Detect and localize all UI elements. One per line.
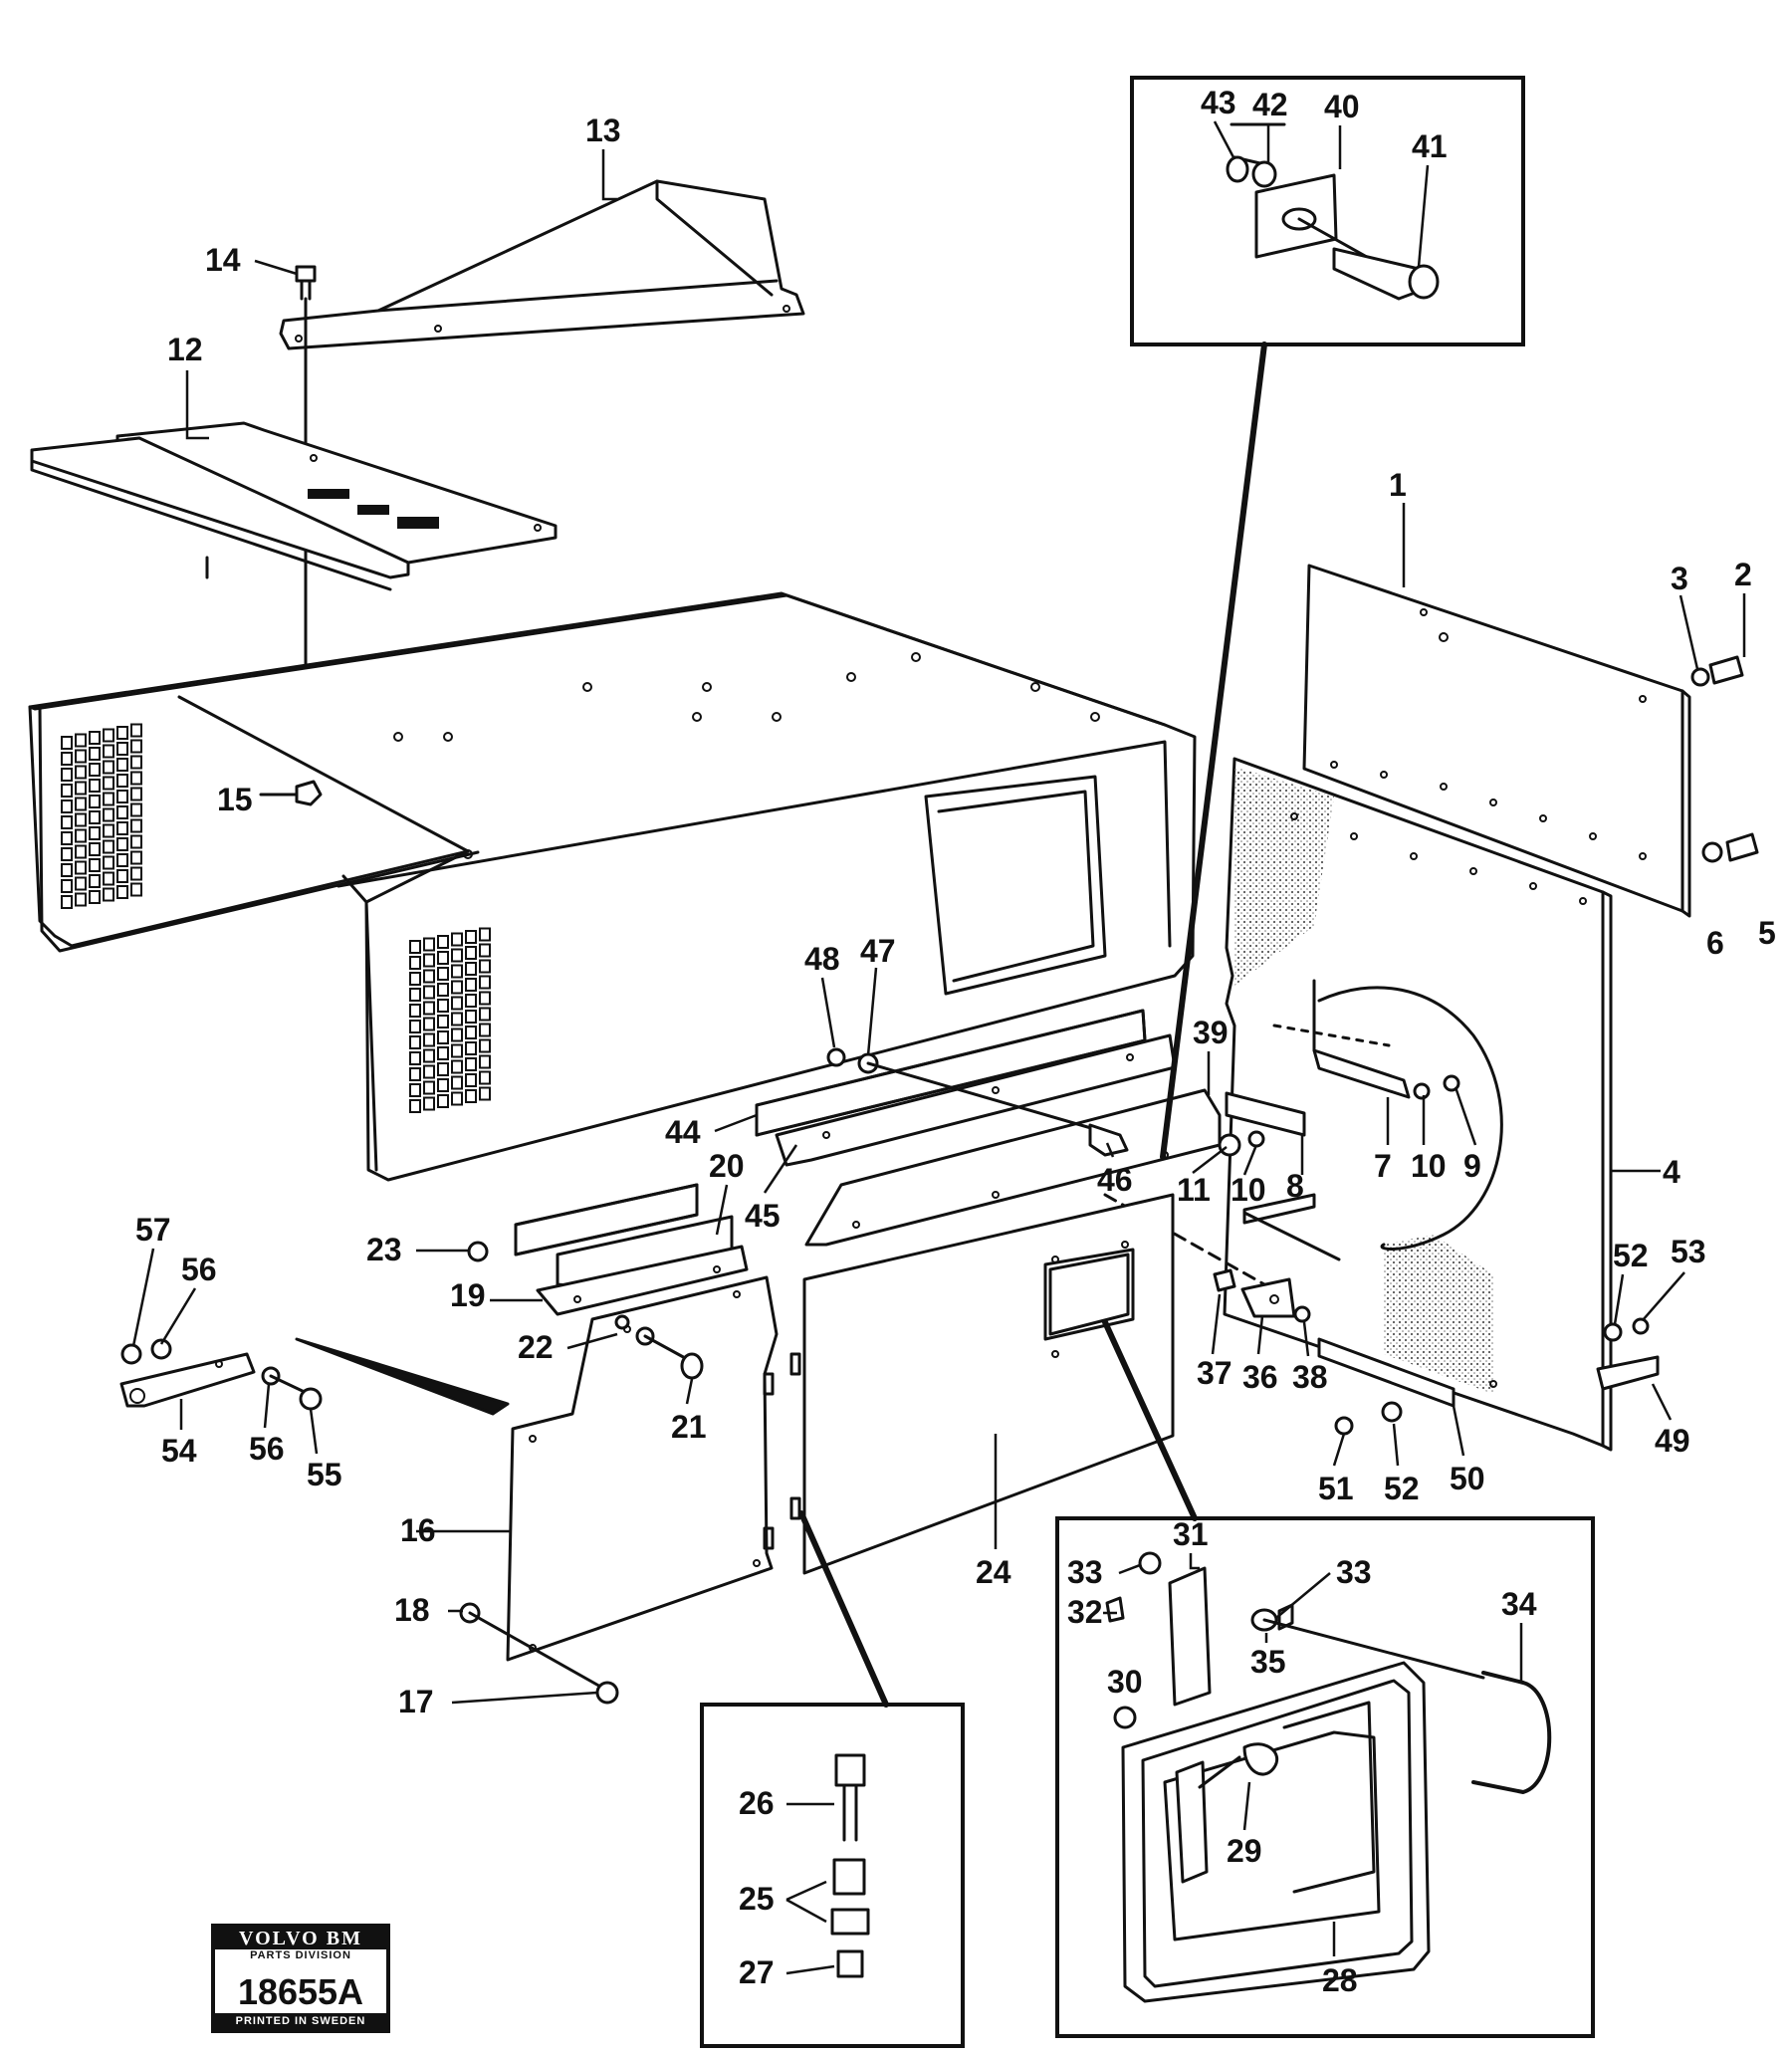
callout-48: 48 [804, 941, 840, 977]
callout-2: 2 [1734, 557, 1752, 592]
side-panel-part-4 [1223, 757, 1613, 1452]
lever-part-54 [119, 1352, 256, 1408]
callout-20: 20 [709, 1148, 745, 1184]
callout-18: 18 [394, 1592, 430, 1628]
callout-24: 24 [976, 1554, 1011, 1590]
callout-32: 32 [1067, 1594, 1103, 1630]
callout-15: 15 [217, 782, 253, 817]
callout-8: 8 [1286, 1168, 1304, 1204]
arrow-to-panel-16 [295, 1337, 510, 1416]
stamp-origin: PRINTED IN SWEDEN [215, 2013, 386, 2029]
strip-part-45 [775, 1033, 1177, 1167]
top-cowl-part-13 [279, 179, 805, 350]
callout-10a: 10 [1411, 1148, 1447, 1184]
callout-55: 55 [307, 1457, 342, 1492]
leader-lock-box [1102, 1319, 1198, 1521]
panel-part-16 [506, 1275, 779, 1662]
callout-23: 23 [366, 1232, 402, 1267]
strip-part-9-10 [1242, 1211, 1341, 1261]
callout-30: 30 [1107, 1664, 1143, 1700]
callout-25: 25 [739, 1881, 775, 1917]
callout-51: 51 [1318, 1471, 1354, 1506]
callout-19: 19 [450, 1277, 486, 1313]
leader-top-box [1160, 342, 1267, 1160]
callout-57: 57 [135, 1212, 171, 1248]
callout-6: 6 [1706, 925, 1724, 961]
bracket-part-8 [1225, 1091, 1316, 1225]
callout-21: 21 [671, 1409, 707, 1445]
callout-31: 31 [1173, 1516, 1209, 1552]
callout-43: 43 [1201, 85, 1236, 120]
main-housing [28, 591, 1197, 1182]
callout-33a: 33 [1067, 1554, 1103, 1590]
callout-5: 5 [1758, 915, 1776, 951]
callout-47: 47 [860, 933, 896, 969]
callout-17: 17 [398, 1684, 434, 1719]
callout-22: 22 [518, 1329, 554, 1365]
grille-part-20 [514, 1183, 699, 1256]
callout-50: 50 [1450, 1461, 1485, 1496]
callout-13: 13 [585, 113, 621, 148]
callout-52a: 52 [1384, 1471, 1420, 1506]
side-panel-part-1 [1302, 564, 1691, 918]
callout-46: 46 [1097, 1162, 1133, 1198]
hardware [120, 655, 1759, 1705]
vent-grille-left [61, 723, 142, 909]
stamp-division: PARTS DIVISION [250, 1949, 351, 1961]
callout-27: 27 [739, 1954, 775, 1990]
callout-34: 34 [1501, 1586, 1537, 1622]
callout-56b: 56 [249, 1431, 285, 1467]
callout-38: 38 [1292, 1359, 1328, 1395]
callout-14: 14 [205, 242, 241, 278]
leader-lines [131, 120, 1746, 1975]
nut-part-15 [259, 780, 323, 806]
callout-56a: 56 [181, 1252, 217, 1287]
callout-12: 12 [167, 332, 203, 367]
callout-39: 39 [1193, 1015, 1229, 1050]
callout-28: 28 [1322, 1962, 1358, 1998]
callout-35: 35 [1250, 1644, 1286, 1680]
inset-box-lock [1055, 1516, 1595, 2038]
callout-labels: 1 2 3 4 5 6 7 8 9 10 10 11 12 13 14 15 1… [135, 85, 1776, 1998]
callout-37: 37 [1197, 1355, 1232, 1391]
callout-9: 9 [1463, 1148, 1481, 1184]
inset-box-top [1130, 76, 1525, 346]
callout-36: 36 [1242, 1359, 1278, 1395]
callout-29: 29 [1227, 1833, 1262, 1869]
callout-11: 11 [1177, 1172, 1211, 1208]
cover-plate-part-12 [30, 421, 558, 591]
callout-1: 1 [1389, 467, 1407, 503]
callout-26: 26 [739, 1785, 775, 1821]
callout-45: 45 [745, 1198, 781, 1234]
vent-grille-front [409, 927, 491, 1113]
bracket-part-7 [1272, 979, 1411, 1099]
callout-10b: 10 [1231, 1172, 1266, 1208]
callout-52b: 52 [1613, 1238, 1649, 1273]
callout-41: 41 [1412, 128, 1448, 164]
callout-42: 42 [1252, 87, 1288, 122]
door-panel-part-24 [789, 1193, 1175, 1575]
callout-7: 7 [1374, 1148, 1392, 1184]
leader-hinge-box [798, 1510, 889, 1708]
callout-4: 4 [1663, 1154, 1680, 1190]
stamp-number: 18655A [237, 1971, 364, 2012]
inset-box-hinge [700, 1703, 965, 2048]
strip-part-49 [1596, 1355, 1660, 1391]
stamp-brand: VOLVO BM [215, 1928, 386, 1949]
volvo-bm-parts-stamp: VOLVO BM PARTS DIVISION 18655A PRINTED I… [211, 1924, 390, 2033]
callout-53: 53 [1671, 1234, 1706, 1269]
callout-3: 3 [1671, 561, 1688, 596]
callout-54: 54 [161, 1433, 197, 1469]
bracket-part-19 [536, 1215, 749, 1316]
callout-40: 40 [1324, 89, 1360, 124]
callout-44: 44 [665, 1114, 701, 1150]
callout-49: 49 [1655, 1423, 1690, 1459]
callout-33b: 33 [1336, 1554, 1372, 1590]
